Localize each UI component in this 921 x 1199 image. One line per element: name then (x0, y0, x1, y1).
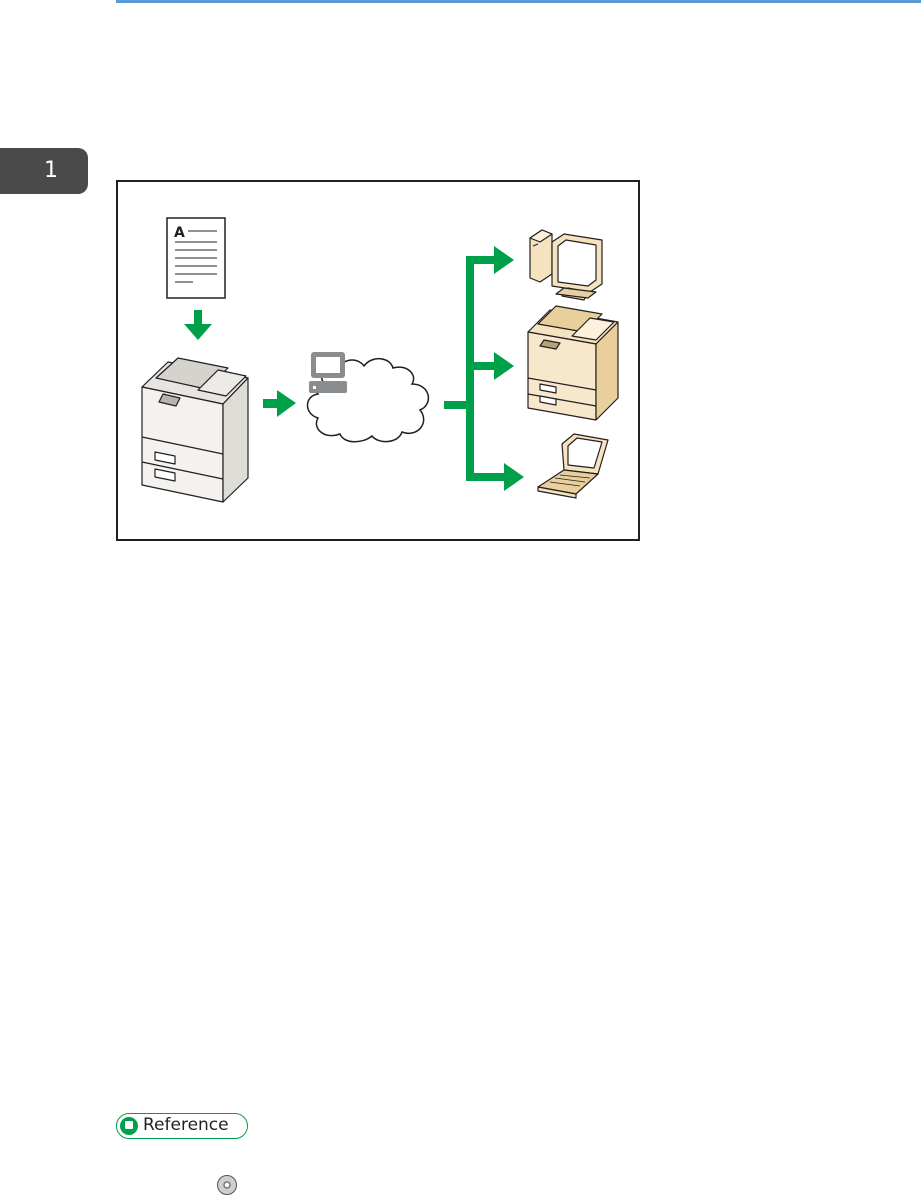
mfp-device-left (142, 358, 248, 502)
header-rule (116, 0, 921, 3)
original-document: A (167, 218, 225, 298)
reference-badge: Reference (116, 1113, 248, 1139)
chapter-tab: 1 (0, 148, 88, 194)
scan-to-network-figure: A (116, 180, 640, 541)
reference-label: Reference (143, 1115, 229, 1135)
arrow-to-network (263, 390, 296, 417)
desktop-computer-icon (530, 230, 602, 300)
arrow-down (184, 310, 212, 340)
server-terminal-icon (309, 352, 347, 393)
note-icon (120, 1117, 138, 1135)
laptop-icon (538, 434, 608, 498)
mfp-device-right (528, 306, 618, 420)
arrow-branch (444, 246, 524, 491)
document-letter: A (174, 225, 185, 241)
disc-icon (217, 1175, 237, 1195)
